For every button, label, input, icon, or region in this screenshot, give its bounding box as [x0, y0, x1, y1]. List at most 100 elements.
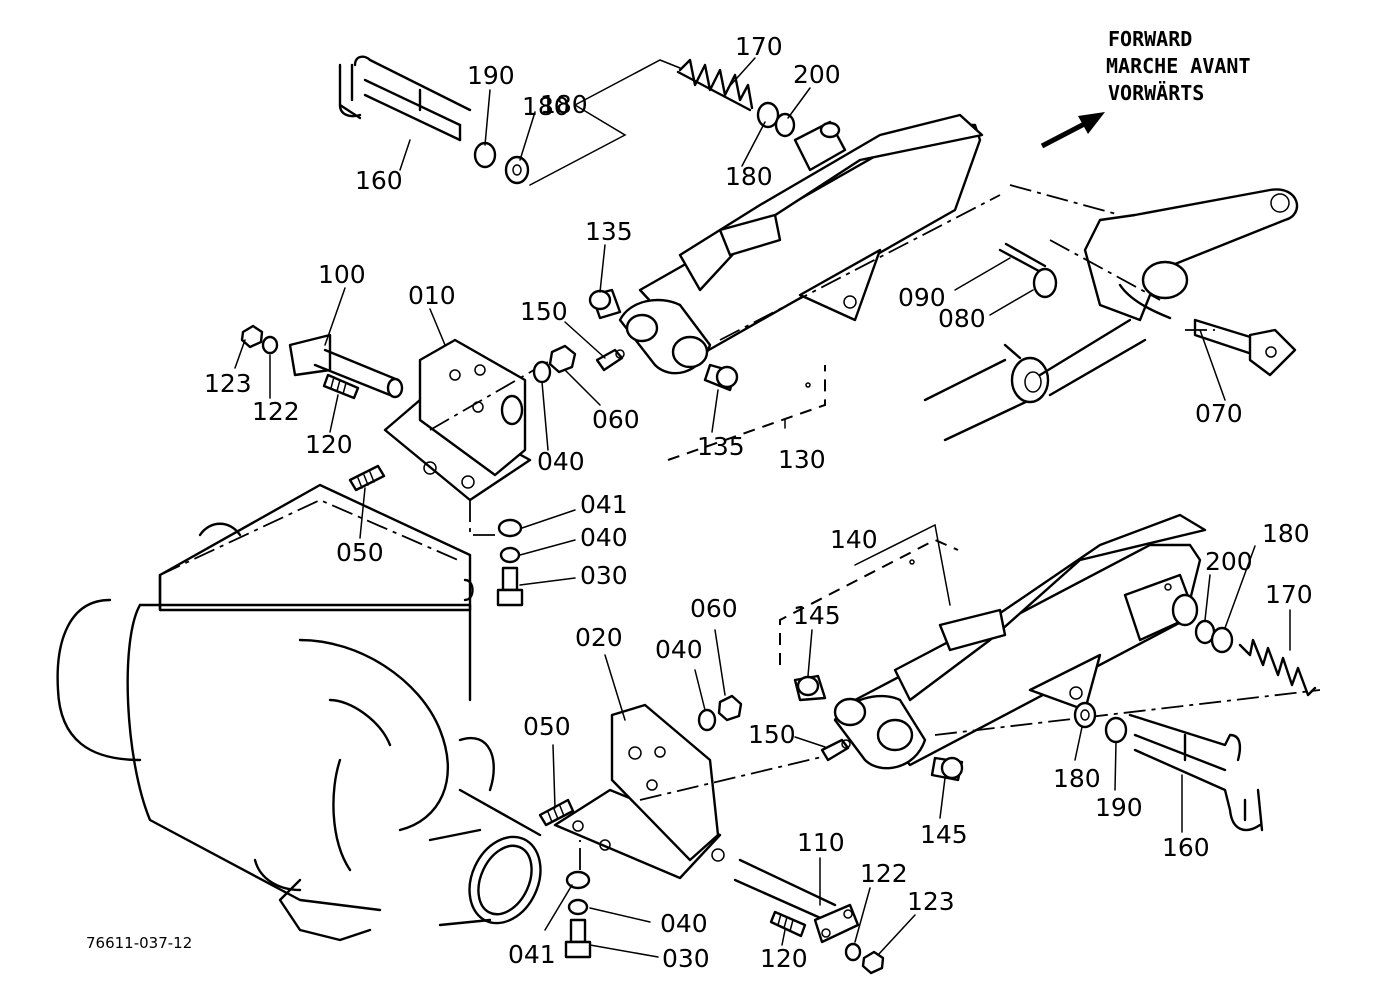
bracket-020 [553, 703, 831, 880]
snap-ring-190-upper [473, 141, 497, 169]
label-part-110: 110 [797, 828, 845, 857]
washer-180-lower-b [1073, 701, 1097, 729]
label-part-100: 100 [318, 260, 366, 289]
label-part-060: 060 [592, 405, 640, 434]
label-part-080: 080 [938, 304, 986, 333]
direction-label-de: VORWÄRTS [1108, 81, 1204, 105]
group-bracket-130 [667, 365, 826, 461]
linkage-arm-070 [1009, 184, 1299, 377]
bolt-030-lower [564, 918, 592, 959]
label-part-135-b: 135 [697, 432, 745, 461]
label-part-150-b: 150 [748, 720, 796, 749]
bolt-030-upper [496, 566, 524, 607]
pin-160-upper [338, 55, 472, 142]
label-part-130: 130 [778, 445, 826, 474]
label-part-020: 020 [575, 623, 623, 652]
lock-washer-040-lower-a [697, 708, 717, 732]
forward-direction-block: FORWARD MARCHE AVANT VORWÄRTS [1040, 27, 1251, 149]
label-part-120: 120 [305, 430, 353, 459]
pedal-arm-130 [618, 113, 1001, 388]
washer-041-lower [565, 870, 591, 890]
washer-041-upper [497, 518, 523, 538]
label-part-123: 123 [204, 369, 252, 398]
snap-ring-190-lower [1104, 716, 1128, 744]
leader-lines [234, 57, 1291, 958]
group-bracket-140 [779, 538, 959, 665]
label-part-040-c: 040 [655, 635, 703, 664]
pedal-arm-140 [833, 513, 1321, 770]
label-part-135: 135 [585, 217, 633, 246]
label-part-070: 070 [1195, 399, 1243, 428]
direction-label-en: FORWARD [1108, 27, 1192, 51]
bushing-145-upper [793, 674, 827, 702]
label-part-170: 170 [735, 32, 783, 61]
label-part-040-d: 040 [660, 909, 708, 938]
nut-060-lower [717, 694, 743, 722]
bushing-135-upper [588, 288, 622, 320]
lock-washer-040-upper [532, 360, 552, 384]
stud-050-lower [538, 798, 575, 827]
label-part-180-c: 180 [1262, 519, 1310, 548]
bushing-145-lower [930, 756, 964, 782]
label-part-010: 010 [408, 281, 456, 310]
pedal-shaft-100 [288, 333, 404, 399]
bracket-010 [383, 338, 561, 536]
lock-washer-040-lower-b [567, 898, 589, 916]
label-part-190: 190 [467, 61, 515, 90]
label-part-040-b: 040 [580, 523, 628, 552]
nut-123-lower [861, 950, 885, 975]
label-part-041: 041 [580, 490, 628, 519]
stud-050-upper [348, 464, 386, 492]
drawing-code: 76611-037-12 [86, 934, 192, 952]
stud-120-lower [769, 910, 807, 938]
label-part-180-b: 180 [725, 162, 773, 191]
label-part-140: 140 [830, 525, 878, 554]
label-part-170-b: 170 [1265, 580, 1313, 609]
label-part-122-b: 122 [860, 859, 908, 888]
lock-washer-122-lower [844, 942, 862, 962]
cross-shaft [923, 318, 1147, 442]
grease-nipple-150-lower [820, 738, 851, 762]
label-part-050-b: 050 [523, 712, 571, 741]
label-part-040: 040 [537, 447, 585, 476]
label-part-123-b: 123 [907, 887, 955, 916]
lock-washer-122-upper [261, 335, 279, 355]
label-part-120-b: 120 [760, 944, 808, 973]
washer-080 [1032, 267, 1058, 299]
engine-block [56, 483, 542, 942]
label-part-060-b: 060 [690, 594, 738, 623]
washer-180-upper-b [756, 101, 780, 129]
pedal-shaft-110 [733, 858, 860, 944]
stud-120-upper [322, 373, 360, 400]
label-part-145: 145 [793, 601, 841, 630]
label-part-160: 160 [355, 166, 403, 195]
label-part-030-b: 030 [662, 944, 710, 973]
washer-180-lower-a [1210, 626, 1234, 654]
label-part-180-d: 180 [1053, 764, 1101, 793]
spring-170-upper [676, 58, 754, 112]
grease-nipple-150-upper [595, 348, 625, 372]
bushing-135-lower [703, 363, 739, 392]
part-labels: 190 180 180 160 170 200 180 135 150 100 … [204, 32, 1313, 973]
label-part-145-b: 145 [920, 820, 968, 849]
label-part-041-b: 041 [508, 940, 556, 969]
label-part-160-b: 160 [1162, 833, 1210, 862]
washer-180-upper-a [504, 155, 530, 185]
nut-123-upper [240, 324, 264, 349]
label-part-200: 200 [793, 60, 841, 89]
lock-washer-040-mid [499, 546, 521, 564]
label-part-180: 180 [522, 92, 570, 121]
snap-ring-200-upper [774, 112, 796, 138]
label-part-122: 122 [252, 397, 300, 426]
nut-060-upper [548, 344, 577, 374]
label-part-050: 050 [336, 538, 384, 567]
label-part-090: 090 [898, 283, 946, 312]
label-part-200-b: 200 [1205, 547, 1253, 576]
label-part-150: 150 [520, 297, 568, 326]
direction-label-fr: MARCHE AVANT [1106, 54, 1251, 78]
spring-170-lower [1238, 638, 1317, 697]
label-part-190-b: 190 [1095, 793, 1143, 822]
pin-160-lower [1128, 713, 1264, 832]
label-part-180-group: 180 [540, 90, 588, 119]
